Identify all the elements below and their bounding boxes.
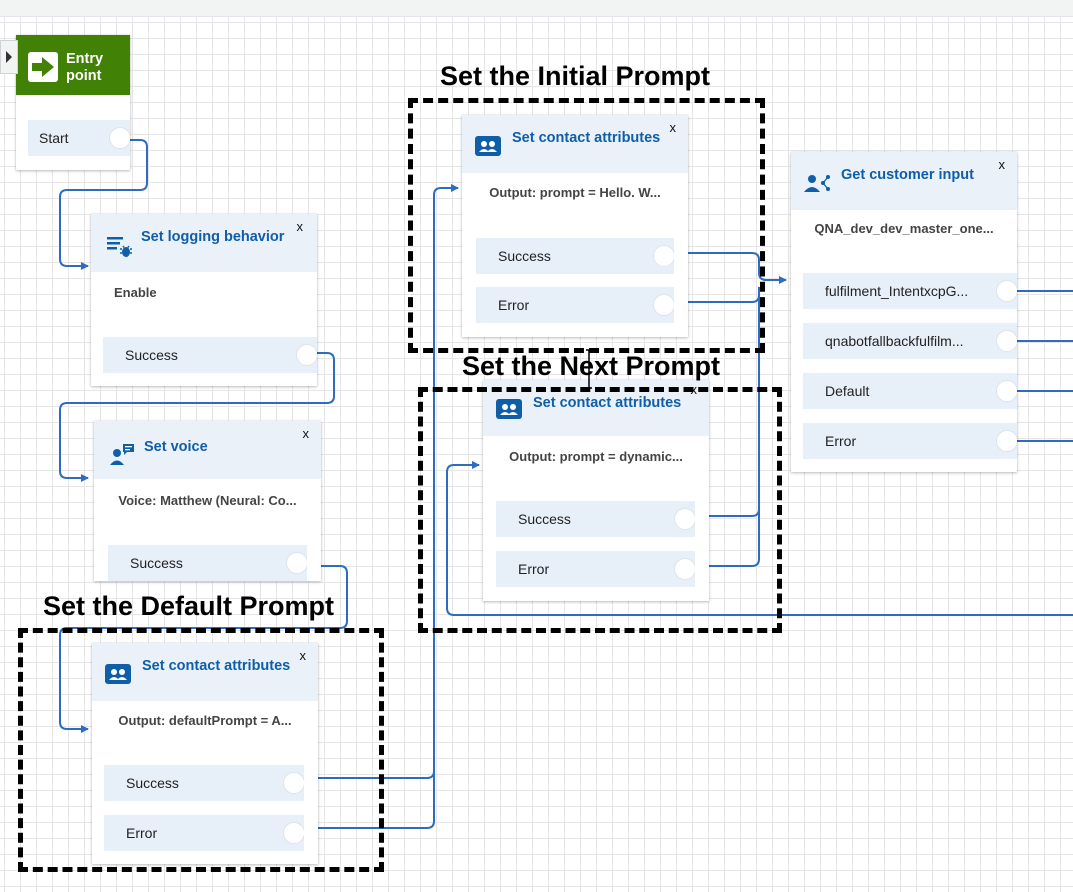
connection-port[interactable] (653, 294, 674, 316)
caret-right-icon (6, 51, 12, 63)
branch-default[interactable]: Default (803, 373, 1017, 409)
close-button[interactable]: x (302, 426, 310, 441)
branch-success[interactable]: Success (104, 765, 304, 801)
annotation-default-prompt: Set the Default Prompt (43, 591, 335, 621)
close-button[interactable]: x (299, 648, 307, 663)
connection-port[interactable] (283, 822, 304, 844)
contact-attributes-icon (475, 136, 501, 156)
close-button[interactable]: x (998, 157, 1006, 172)
entry-point-block[interactable]: Entry point Start (16, 35, 130, 170)
connection-port[interactable] (653, 245, 674, 267)
annotation-next-prompt: Set the Next Prompt (462, 351, 721, 381)
branch-error[interactable]: Error (104, 815, 304, 851)
expand-panel-button[interactable] (0, 40, 18, 74)
block-title: Set contact attributes (533, 395, 682, 411)
branch-label: Start (39, 130, 69, 146)
entry-arrow-icon (28, 52, 58, 82)
wire-next-success-to-input (706, 287, 760, 517)
block-header: Set logging behavior x (91, 214, 317, 272)
branch-label: Success (518, 511, 571, 527)
entry-point-header: Entry point (16, 35, 130, 95)
block-detail: Enable (114, 285, 157, 300)
branch-fulfilment-intent[interactable]: fulfilment_IntentxcpG... (803, 273, 1017, 309)
branch-label: Success (498, 248, 551, 264)
close-button[interactable]: x (296, 219, 304, 234)
set-logging-behavior-block[interactable]: Set logging behavior x Enable Success (91, 214, 317, 386)
wire-start-to-logging (59, 139, 148, 270)
connection-port[interactable] (283, 772, 304, 794)
block-header: Set contact attributes x (462, 115, 688, 173)
block-detail: Voice: Matthew (Neural: Co... (118, 493, 297, 508)
connection-port[interactable] (296, 344, 317, 366)
branch-label: Error (126, 825, 158, 841)
branch-label: fulfilment_IntentxcpG... (825, 283, 969, 299)
wire-initial-error-to-input (684, 287, 760, 303)
text-cursor-icon (586, 349, 592, 389)
customer-input-icon (804, 175, 830, 192)
branch-error[interactable]: Error (496, 551, 695, 587)
wire-loop-to-next (446, 461, 1073, 616)
block-detail: QNA_dev_dev_master_one... (814, 221, 994, 236)
block-title: Set voice (144, 439, 208, 455)
branch-error[interactable]: Error (476, 287, 674, 323)
block-title: Get customer input (841, 167, 974, 183)
set-contact-attributes-default-block[interactable]: Set contact attributes x Output: default… (92, 643, 318, 864)
close-button[interactable]: x (690, 382, 698, 397)
branch-start[interactable]: Start (28, 120, 130, 156)
branch-label: Error (498, 297, 530, 313)
connection-port[interactable] (674, 508, 695, 530)
connection-port[interactable] (286, 552, 307, 574)
branch-label: Error (825, 433, 857, 449)
block-detail: Output: prompt = dynamic... (509, 449, 683, 464)
set-voice-block[interactable]: Set voice x Voice: Matthew (Neural: Co..… (94, 421, 321, 581)
contact-attributes-icon (496, 399, 522, 419)
connection-port[interactable] (996, 380, 1017, 402)
logging-icon (107, 237, 132, 257)
voice-icon (110, 444, 134, 465)
wire-next-error-to-input (706, 509, 760, 567)
wire-default-success-to-initial (316, 184, 459, 779)
block-detail: Output: prompt = Hello. W... (489, 185, 661, 200)
block-title: Set contact attributes (142, 658, 291, 674)
entry-point-title: Entry point (66, 51, 104, 84)
branch-fallback-fulfilment[interactable]: qnabotfallbackfulfilm... (803, 323, 1017, 359)
block-title: Set contact attributes (512, 130, 661, 146)
wire-initial-success-to-input (684, 252, 787, 284)
branch-label: Success (130, 555, 183, 571)
connection-port[interactable] (674, 558, 695, 580)
block-detail: Output: defaultPrompt = A... (118, 713, 292, 728)
block-header: Get customer input x (791, 152, 1017, 210)
canvas-toolbar (0, 0, 1073, 17)
branch-label: Default (825, 383, 870, 399)
connection-port[interactable] (996, 280, 1017, 302)
get-customer-input-block[interactable]: Get customer input x QNA_dev_dev_master_… (791, 152, 1017, 472)
branch-error[interactable]: Error (803, 423, 1017, 459)
branch-label: qnabotfallbackfulfilm... (825, 333, 964, 349)
set-contact-attributes-next-block[interactable]: Set contact attributes x Output: prompt … (483, 380, 709, 601)
wire-default-error-to-initial (316, 771, 435, 829)
block-header: Set contact attributes x (92, 643, 318, 701)
block-header: Set voice x (94, 421, 321, 479)
wire-logging-to-voice (59, 352, 335, 482)
connection-port[interactable] (996, 330, 1017, 352)
block-title: Set logging behavior (141, 229, 285, 245)
branch-success[interactable]: Success (476, 238, 674, 274)
close-button[interactable]: x (669, 120, 677, 135)
branch-success[interactable]: Success (496, 501, 695, 537)
branch-success[interactable]: Success (103, 337, 317, 373)
contact-attributes-icon (105, 664, 131, 684)
set-contact-attributes-initial-block[interactable]: Set contact attributes x Output: prompt … (462, 115, 688, 337)
branch-label: Error (518, 561, 550, 577)
annotation-initial-prompt: Set the Initial Prompt (440, 61, 711, 91)
branch-label: Success (125, 347, 178, 363)
branch-label: Success (126, 775, 179, 791)
connection-port[interactable] (109, 127, 130, 149)
branch-success[interactable]: Success (108, 545, 307, 581)
connection-port[interactable] (996, 430, 1017, 452)
